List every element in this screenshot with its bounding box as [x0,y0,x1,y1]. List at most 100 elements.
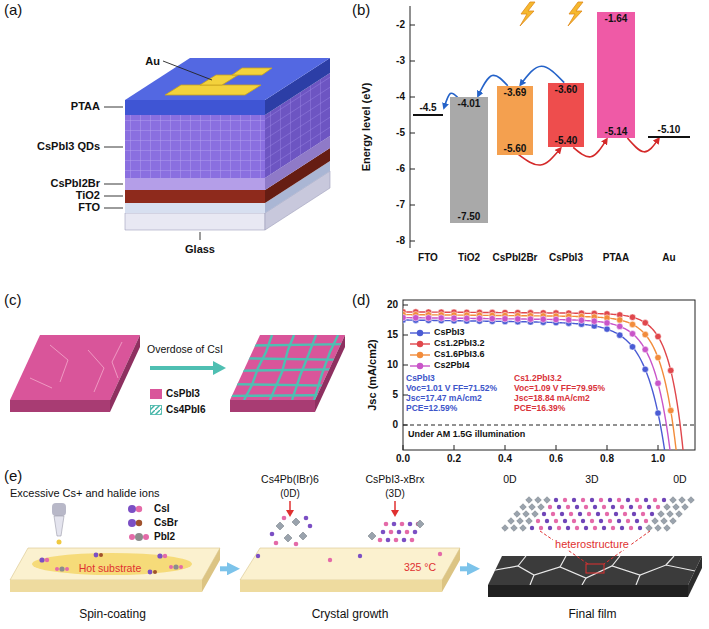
energy-level: -4.5 [413,102,443,116]
jv-curve [591,318,597,324]
note: Excessive Cs+ and halide ions [10,487,160,499]
annotation: Cs1.2PbI3.2 [514,374,562,383]
jv-curve [655,410,661,416]
leader-line [104,184,123,185]
crystal-cluster [402,538,407,543]
heterostructure-lattice [523,511,530,518]
crystal-cluster [368,532,376,540]
layer-label: TiO2 [76,189,100,201]
heterostructure-lattice [620,526,624,530]
legend-sample [417,341,423,347]
heterostructure-lattice [566,505,570,509]
axis-title: Jsc (mA/cm2) [366,339,378,411]
jv-curve [617,323,623,329]
jv-curve [655,380,661,386]
light-icon [520,2,535,26]
legend-text: PbI2 [154,531,175,542]
heterostructure-lattice [584,505,588,509]
tick-label: 0.6 [549,453,563,464]
hot-substrate [442,548,460,592]
substrate-label: Hot substrate [79,563,141,575]
heterostructure-lattice [514,511,521,518]
legend-sample [135,533,143,541]
legend-sample [417,363,423,369]
crystal-cluster [299,532,307,540]
tick-label: -6 [396,163,405,174]
annotation: Jsc=18.84 mA/cm2 [514,394,590,403]
crystal-cluster [270,532,275,537]
mixed-phase-film [220,335,350,400]
crystal-cluster [384,522,389,527]
hot-substrate [240,548,460,592]
device-stack [125,115,265,178]
jv-curve [668,407,674,413]
legend-sample [151,405,162,414]
device-stack [125,100,265,115]
gold-electrode [165,68,272,95]
node-text: -4.01 [458,98,481,109]
heterostructure-lattice [655,525,662,532]
heterostructure-lattice [641,512,645,516]
panel-letter: (d) [352,292,370,309]
heterostructure-lattice [670,518,677,525]
pointer-arrow [391,510,399,517]
tick-label: 0.2 [447,453,461,464]
jv-curve [438,315,444,321]
heterostructure-lattice [560,512,564,516]
annotation: Voc=1.01 V FF=71.52% [406,384,497,393]
heterostructure-lattice [566,526,570,530]
gold-electrode [232,68,272,75]
heterostructure-lattice [617,519,621,523]
hot-substrate [10,580,202,592]
heterostructure-lattice [557,505,561,509]
heterostructure-lattice [539,526,543,530]
crystal-cluster [405,530,410,535]
pipette [57,540,62,545]
jv-curve [403,314,406,320]
heterostructure-lattice [581,519,585,523]
legend-sample [417,352,423,358]
precursor-molecule [94,553,99,558]
perovskite-film [586,564,604,573]
tick-label: -4 [396,91,405,102]
precursor-molecule [169,565,173,569]
heterostructure-lattice [590,519,594,523]
jv-curve [403,318,671,450]
legend-text: CsPbI3 [166,388,200,399]
node-text: -3.60 [555,84,578,95]
annotation: Under AM 1.5G illumination [408,430,525,440]
dimension-label: 0D [673,474,686,486]
jv-curve [668,367,674,373]
material-label: CsPbI3 [549,252,583,263]
heterostructure-lattice [526,497,533,504]
heterostructure-lattice [545,519,549,523]
heterostructure-lattice [581,498,585,502]
heterostructure-lattice [623,512,627,516]
heterostructure-lattice [511,525,518,532]
layer-label: Au [145,55,160,67]
crystal-cluster [378,538,383,543]
panel-letter: (e) [4,468,22,485]
heterostructure-lattice [653,498,657,502]
heterostructure-lattice [646,525,653,532]
jv-curve [515,316,521,322]
pointer-arrow [289,501,291,511]
jv-curve [604,326,610,332]
annotation: Jsc=17.47 mA/cm2 [406,394,482,403]
jv-curve [403,309,687,450]
legend-item: CsI [128,503,170,514]
precursor-molecule [179,565,183,569]
phase-label: CsPbI3-xBrx [366,474,425,486]
process-stage: Crystal growth [240,482,460,622]
perovskite-film [488,585,688,597]
crystal-cluster [284,534,292,542]
heterostructure-lattice [611,526,615,530]
light-icon [520,2,583,26]
annotation: PCE=16.39% [514,404,565,413]
mixed-phase-film [315,335,345,412]
heterostructure-lattice [517,518,524,525]
heterostructure-lattice [529,504,536,511]
pointer-arrow [394,501,396,511]
energy-axis [410,6,415,248]
jv-curve [655,354,661,360]
